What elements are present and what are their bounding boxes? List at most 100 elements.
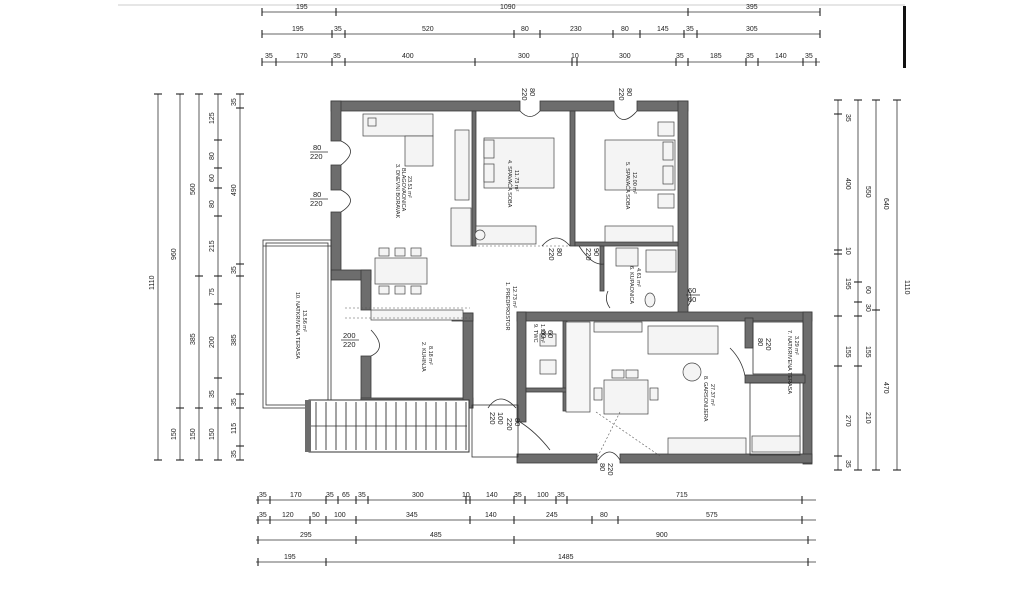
dim-bot-2-d: 100 <box>334 512 346 519</box>
dim-right-3-a: 640 <box>882 198 889 210</box>
wall-kitchen-right <box>462 312 474 409</box>
room-3-sub: BLAGOVAONICA <box>400 168 406 212</box>
dim-bot-1-f: 300 <box>412 492 424 499</box>
door-7-w: 60 <box>688 286 696 295</box>
room-9-area: 1.97 m² <box>539 324 545 343</box>
dim-top-0-b: 1090 <box>500 4 516 11</box>
chair <box>611 369 625 379</box>
pillow <box>483 163 495 183</box>
dim-bot-3-c: 900 <box>656 532 668 539</box>
chair <box>625 369 639 379</box>
kitchenette <box>593 321 643 333</box>
wall-twc-bottom <box>525 387 568 393</box>
wall-bed4-left <box>471 110 477 247</box>
door-5-w: 90 <box>592 248 601 256</box>
dim-left-5-a: 35 <box>231 98 238 106</box>
shelf <box>450 207 472 247</box>
dim-top-2-d: 400 <box>402 53 414 60</box>
dim-top-2-g: 300 <box>619 53 631 60</box>
dim-right-1-b: 400 <box>844 178 851 190</box>
dim-right-2-c: 30 <box>864 304 871 312</box>
dim-bot-1-a: 35 <box>259 492 267 499</box>
dim-bot-1-l: 715 <box>676 492 688 499</box>
plant-icon <box>474 229 486 241</box>
dim-top-2-k: 140 <box>775 53 787 60</box>
dim-left-4-h: 35 <box>209 390 216 398</box>
dim-bot-2-i: 575 <box>706 512 718 519</box>
room-labels: 3. DNEVNI BORAVAK BLAGOVAONICA 23.51 m² … <box>294 160 799 422</box>
wall-right-lower <box>802 311 813 465</box>
lamp-icon <box>367 117 377 127</box>
dim-bot-1-g: 10 <box>462 492 470 499</box>
sofa-studio <box>647 325 719 355</box>
dim-left-4-g: 200 <box>209 336 216 348</box>
room-9-label: 9. TWC <box>532 324 538 343</box>
wall-left-a <box>330 100 342 142</box>
door-10-h: 220 <box>505 418 514 431</box>
dim-right-1-d: 195 <box>844 278 851 290</box>
dim-right-1-e: 155 <box>844 346 851 358</box>
door-12-h: 220 <box>606 463 615 476</box>
dim-left-3-b: 385 <box>190 333 197 345</box>
dim-right-2-e: 210 <box>864 412 871 424</box>
stair-treads <box>311 402 467 450</box>
dim-right-2-d: 155 <box>864 346 871 358</box>
dim-top-0-c: 395 <box>746 4 758 11</box>
wall-terrace-7-bottom <box>744 374 806 384</box>
dim-top-1-i: 305 <box>746 26 758 33</box>
wall-bed4-right <box>569 110 576 247</box>
furniture <box>345 113 801 461</box>
room-10-label: 10. NATKRIVENA TERASA <box>294 292 300 359</box>
wall-kitchen-left-a <box>360 269 372 311</box>
room-4-area: 11.73 m² <box>513 170 519 191</box>
dim-bot-1-c: 35 <box>326 492 334 499</box>
room-2-area: 8.18 m² <box>427 346 433 365</box>
sofa <box>362 113 434 137</box>
dim-bot-1-k: 35 <box>557 492 565 499</box>
door-2-w: 80 <box>313 190 321 199</box>
dim-top-2-a: 35 <box>265 53 273 60</box>
dim-bot-3-a: 295 <box>300 532 312 539</box>
bed-studio <box>667 437 747 455</box>
dim-right-2-a: 550 <box>864 186 871 198</box>
dim-top-2-f: 10 <box>571 53 579 60</box>
dim-bot-2-b: 120 <box>282 512 294 519</box>
dim-top-1-d: 80 <box>521 26 529 33</box>
round-table <box>682 362 702 382</box>
pillow <box>483 139 495 159</box>
wall-top-left <box>330 100 521 112</box>
dim-bot-4-a: 195 <box>284 554 296 561</box>
dim-left-5-c: 35 <box>231 266 238 274</box>
dim-bot-2-c: 50 <box>312 512 320 519</box>
room-10-area: 13.56 m² <box>301 310 307 332</box>
dim-top-1-e: 230 <box>570 26 582 33</box>
door-8-h: 220 <box>343 340 356 349</box>
room-3-label: 3. DNEVNI BORAVAK <box>394 164 400 219</box>
dim-right-1-g: 35 <box>844 460 851 468</box>
door-9-h: 220 <box>488 412 497 425</box>
sink <box>615 247 639 267</box>
room-5-area: 12.00 m² <box>631 172 637 194</box>
wall-studio-left <box>516 311 527 423</box>
door-4-w: 80 <box>625 88 634 96</box>
tv-cabinet <box>454 129 470 201</box>
dim-bot-2-g: 245 <box>546 512 558 519</box>
door-11-w: 60 <box>539 330 548 338</box>
twc-shower <box>539 359 557 375</box>
dim-bot-2-a: 35 <box>259 512 267 519</box>
dim-left-5-d: 385 <box>231 334 238 346</box>
dim-bot-4-b: 1485 <box>558 554 574 561</box>
dim-left-5-g: 35 <box>231 450 238 458</box>
wall-left-c <box>330 211 342 279</box>
dim-right-1-c: 10 <box>844 247 851 255</box>
chair <box>593 387 603 401</box>
wall-top-mid <box>539 100 615 112</box>
door-6-h: 220 <box>547 248 556 261</box>
dim-right-3-b: 470 <box>882 382 889 394</box>
door-1-h: 220 <box>310 152 323 161</box>
wall-bed5-bottom <box>574 241 679 247</box>
dim-left-4-e: 215 <box>209 240 216 252</box>
room-6-label: 6. KUPAONICA <box>628 266 634 304</box>
dim-top-1-g: 145 <box>657 26 669 33</box>
